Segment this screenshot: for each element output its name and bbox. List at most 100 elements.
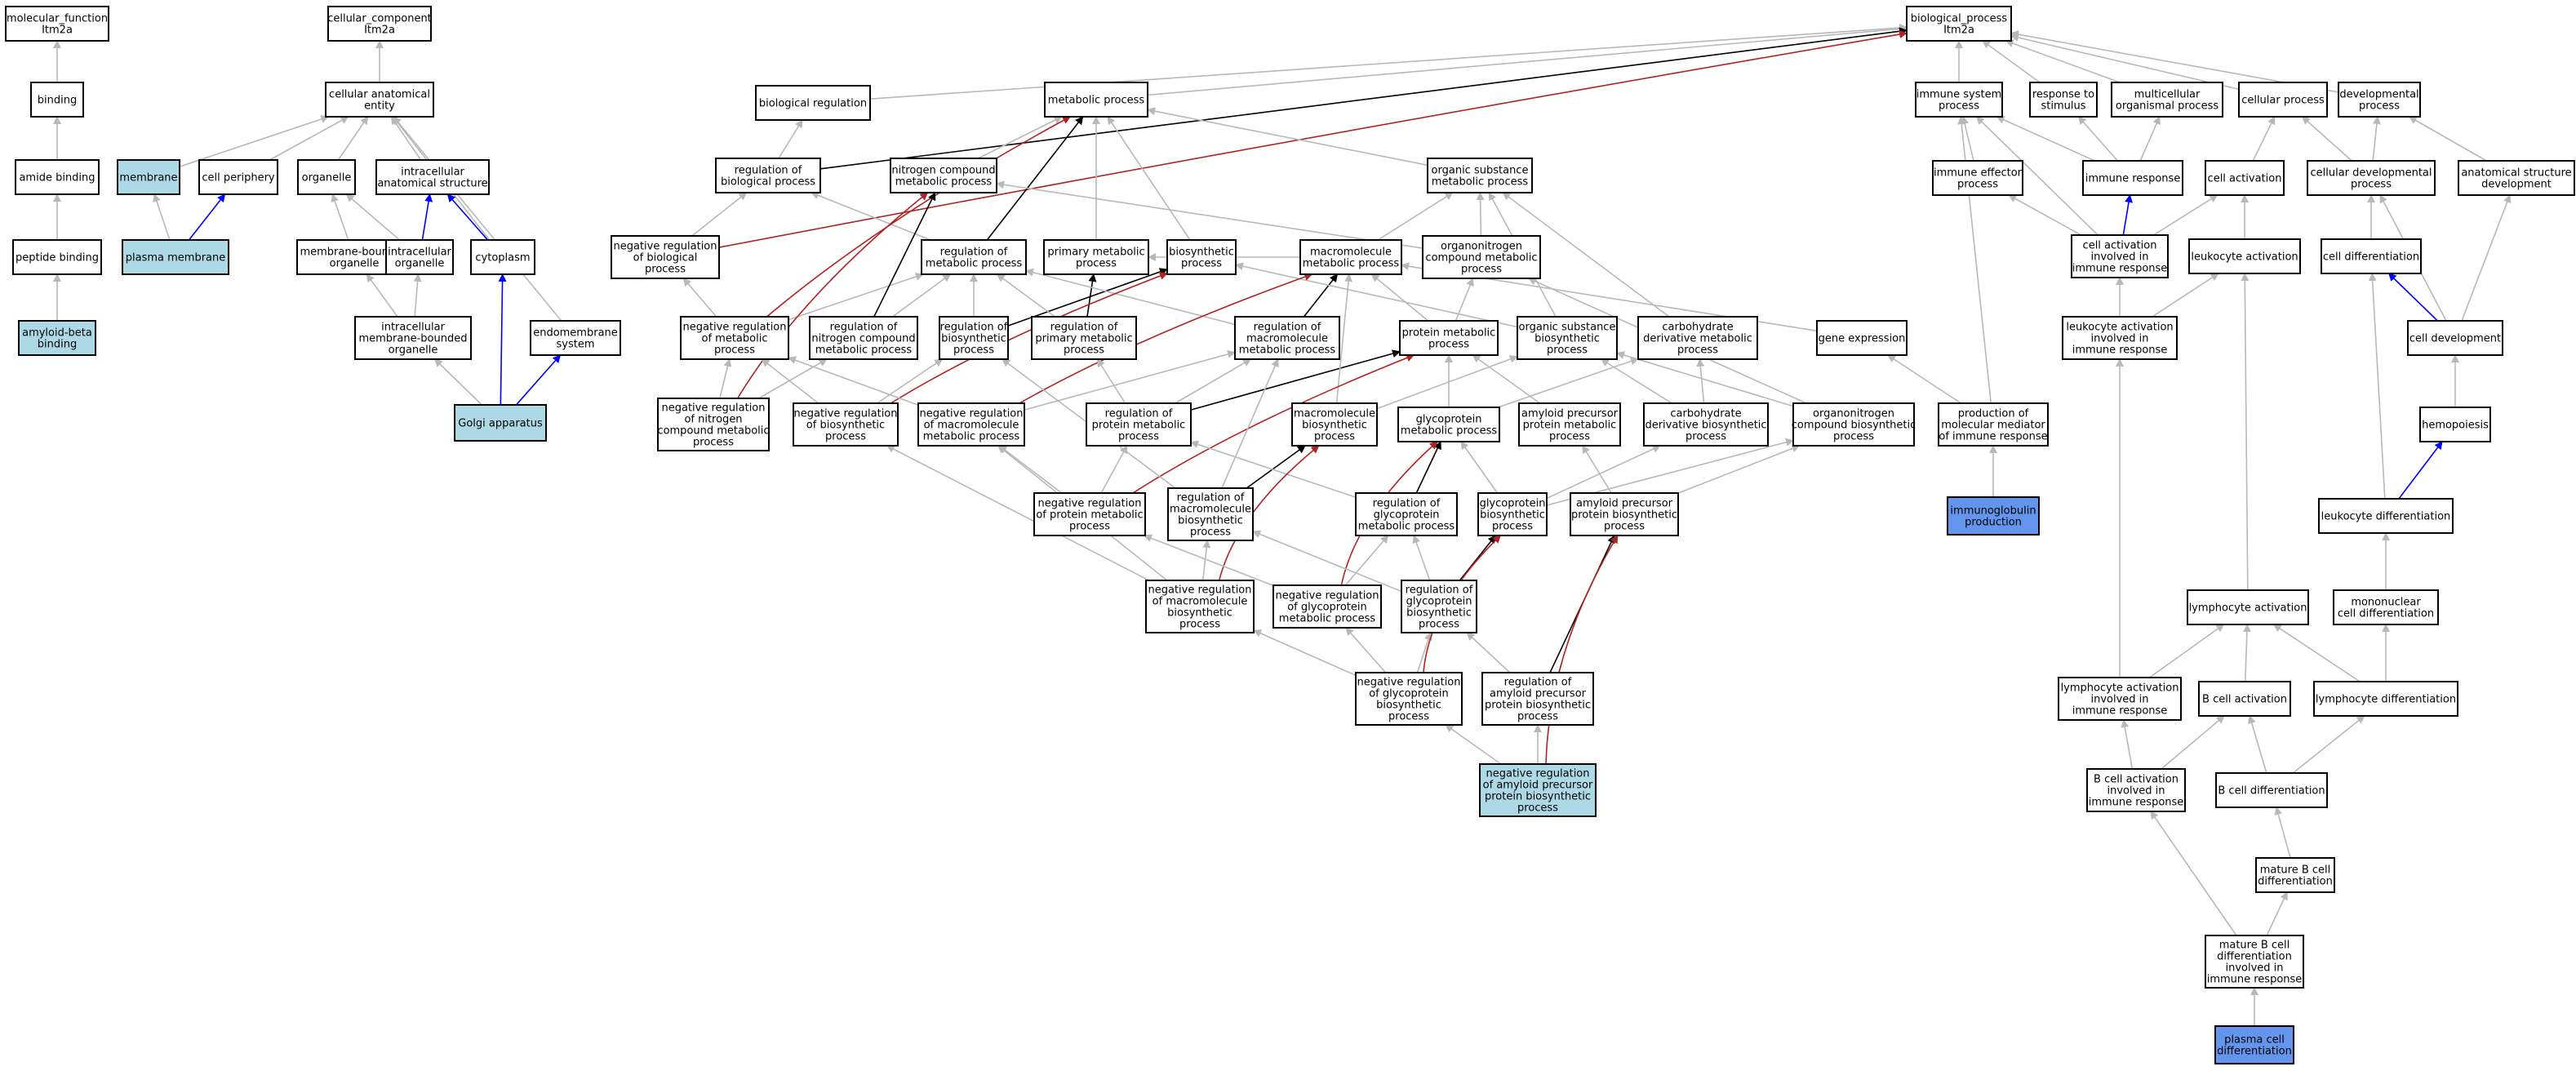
go-term-node-periphery[interactable]: cell periphery (198, 159, 278, 195)
edge-is-a (1600, 358, 1672, 404)
go-term-node-organelle[interactable]: organelle (297, 159, 356, 195)
go-term-node-metab[interactable]: metabolic process (1044, 82, 1148, 118)
go-term-node-rmacbp[interactable]: regulation ofmacromoleculebiosyntheticpr… (1167, 487, 1254, 541)
go-term-node-membrane[interactable]: membrane (117, 159, 180, 195)
go-term-node-celldev[interactable]: cell development (2407, 320, 2503, 356)
go-term-node-breg[interactable]: biological regulation (755, 85, 871, 121)
node-box (2071, 234, 2169, 278)
go-term-node-peptide[interactable]: peptide binding (12, 239, 102, 275)
go-term-node-pm[interactable]: plasma membrane (122, 239, 229, 275)
node-label-line: leukocyte activation (2066, 322, 2173, 334)
go-term-node-golgi[interactable]: Golgi apparatus (454, 404, 547, 442)
node-box (1422, 235, 1541, 279)
go-term-node-bcact[interactable]: B cell activation (2198, 681, 2291, 717)
go-term-node-cdiff[interactable]: cell differentiation (2321, 238, 2422, 274)
go-term-node-lymdiff[interactable]: lymphocyte differentiation (2313, 681, 2458, 717)
go-term-node-lymact[interactable]: lymphocyte activation (2187, 589, 2309, 625)
node-label-line: biological process (721, 176, 815, 189)
go-term-node-binding[interactable]: binding (30, 82, 84, 118)
node-label-line: glycoprotein (1480, 498, 1546, 510)
node-label-line: protein biosynthetic (1571, 509, 1677, 522)
go-term-node-cellp[interactable]: cellular process (2238, 82, 2328, 118)
node-label-line: negative regulation (1148, 584, 1251, 597)
go-term-node-lact[interactable]: leukocyte activation (2188, 238, 2301, 274)
node-label-line: of biosynthetic (806, 420, 885, 432)
go-term-node-amide[interactable]: amide binding (15, 159, 100, 195)
go-term-node-rgpbp[interactable]: regulation ofglycoproteinbiosyntheticpro… (1401, 580, 1477, 633)
node-label-line: amyloid precursor (1521, 408, 1619, 420)
go-term-node-bcdiff[interactable]: B cell differentiation (2215, 772, 2328, 808)
go-term-node-cyto[interactable]: cytoplasm (470, 239, 535, 275)
go-term-node-geneexp[interactable]: gene expression (1816, 320, 1908, 356)
go-term-node-cact[interactable]: cell activation (2205, 160, 2285, 196)
node-box (325, 82, 434, 118)
node-box (2086, 768, 2186, 812)
go-term-node-ldiff[interactable]: leukocyte differentiation (2318, 498, 2454, 534)
go-term-node-ir[interactable]: immune response (2082, 160, 2183, 196)
node-box (117, 159, 180, 195)
go-term-node-hemo[interactable]: hemopoiesis (2419, 407, 2491, 442)
